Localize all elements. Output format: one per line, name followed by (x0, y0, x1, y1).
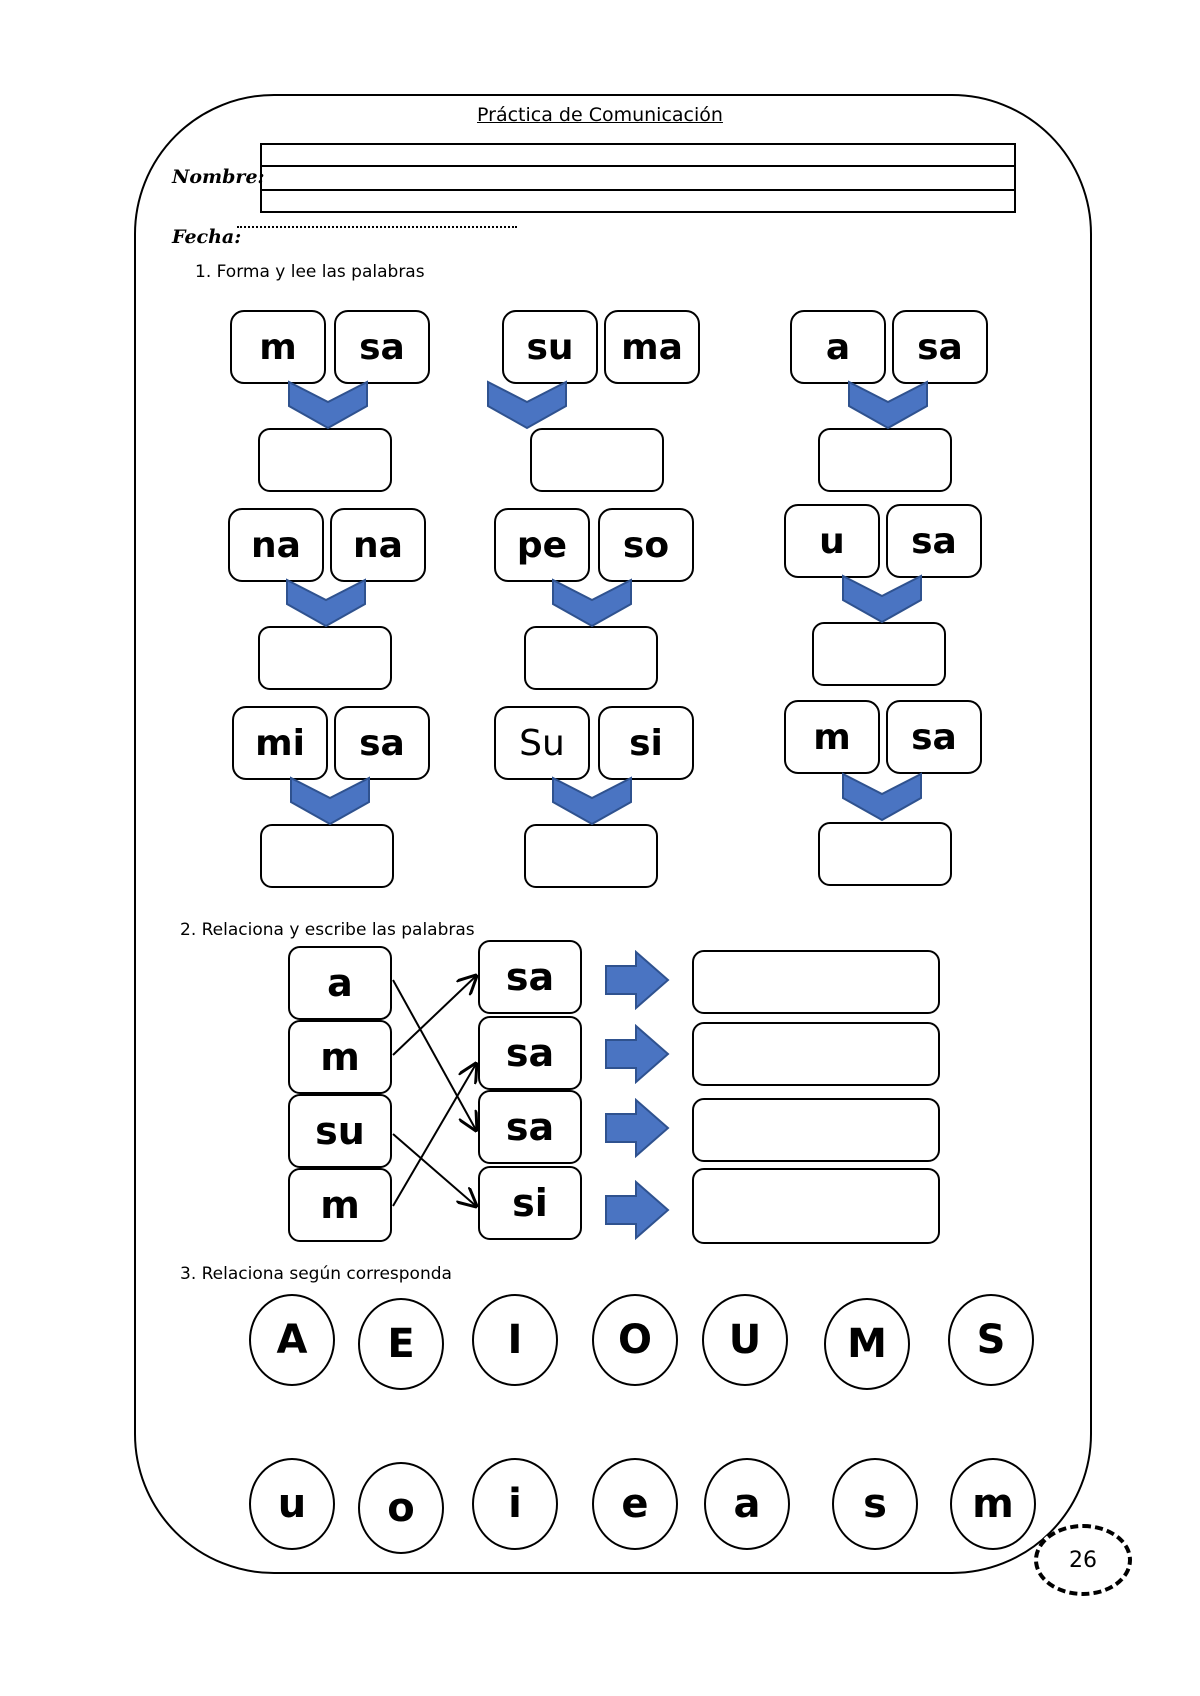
uppercase-letter-circle[interactable]: A (249, 1294, 335, 1386)
word-answer-box[interactable] (818, 428, 952, 492)
left-syllable-tile: m (288, 1020, 392, 1094)
word-answer-box[interactable] (524, 824, 658, 888)
lowercase-letter-circle[interactable]: s (832, 1458, 918, 1550)
syllable-tile: na (228, 508, 324, 582)
chevron-down-icon (842, 772, 922, 822)
syllable-tile: sa (334, 706, 430, 780)
lowercase-letter-circle[interactable]: a (704, 1458, 790, 1550)
word-answer-box[interactable] (818, 822, 952, 886)
uppercase-letter-circle[interactable]: S (948, 1294, 1034, 1386)
syllable-tile: so (598, 508, 694, 582)
word-answer-box[interactable] (258, 428, 392, 492)
syllable-tile: sa (334, 310, 430, 384)
syllable-tile: u (784, 504, 880, 578)
right-syllable-tile: sa (478, 1016, 582, 1090)
chevron-down-icon (552, 776, 632, 826)
uppercase-letter-circle[interactable]: M (824, 1298, 910, 1390)
syllable-tile: Su (494, 706, 590, 780)
lowercase-letter-circle[interactable]: e (592, 1458, 678, 1550)
word-write-box[interactable] (692, 1168, 940, 1244)
chevron-down-icon (848, 380, 928, 430)
lowercase-letter-circle[interactable]: m (950, 1458, 1036, 1550)
chevron-down-icon (842, 574, 922, 624)
word-write-box[interactable] (692, 1022, 940, 1086)
lowercase-letter-circle[interactable]: u (249, 1458, 335, 1550)
word-write-box[interactable] (692, 1098, 940, 1162)
word-write-box[interactable] (692, 950, 940, 1014)
chevron-down-icon (487, 380, 567, 430)
uppercase-letter-circle[interactable]: E (358, 1298, 444, 1390)
arrow-right-icon (605, 1098, 670, 1158)
word-answer-box[interactable] (260, 824, 394, 888)
syllable-tile: sa (886, 700, 982, 774)
right-syllable-tile: si (478, 1166, 582, 1240)
word-answer-box[interactable] (530, 428, 664, 492)
left-syllable-tile: a (288, 946, 392, 1020)
syllable-tile: a (790, 310, 886, 384)
name-field[interactable] (260, 143, 1016, 213)
syllable-tile: ma (604, 310, 700, 384)
syllable-tile: sa (886, 504, 982, 578)
syllable-tile: mi (232, 706, 328, 780)
syllable-tile: sa (892, 310, 988, 384)
right-syllable-tile: sa (478, 940, 582, 1014)
chevron-down-icon (286, 578, 366, 628)
uppercase-letter-circle[interactable]: O (592, 1294, 678, 1386)
date-label: Fecha: (172, 226, 242, 248)
lowercase-letter-circle[interactable]: o (358, 1462, 444, 1554)
syllable-tile: su (502, 310, 598, 384)
chevron-down-icon (288, 380, 368, 430)
arrow-right-icon (605, 950, 670, 1010)
date-field[interactable] (237, 226, 517, 228)
section2-heading: 2. Relaciona y escribe las palabras (180, 920, 475, 940)
arrow-right-icon (605, 1024, 670, 1084)
section3-heading: 3. Relaciona según corresponda (180, 1264, 452, 1284)
worksheet-frame (134, 94, 1092, 1574)
uppercase-letter-circle[interactable]: U (702, 1294, 788, 1386)
page-title: Práctica de Comunicación (477, 104, 723, 126)
chevron-down-icon (290, 776, 370, 826)
chevron-down-icon (552, 578, 632, 628)
syllable-tile: m (784, 700, 880, 774)
left-syllable-tile: su (288, 1094, 392, 1168)
right-syllable-tile: sa (478, 1090, 582, 1164)
syllable-tile: si (598, 706, 694, 780)
name-label: Nombre: (172, 166, 265, 188)
left-syllable-tile: m (288, 1168, 392, 1242)
syllable-tile: pe (494, 508, 590, 582)
page-number: 26 (1034, 1524, 1132, 1596)
lowercase-letter-circle[interactable]: i (472, 1458, 558, 1550)
section1-heading: 1. Forma y lee las palabras (195, 262, 425, 282)
word-answer-box[interactable] (812, 622, 946, 686)
syllable-tile: na (330, 508, 426, 582)
word-answer-box[interactable] (524, 626, 658, 690)
word-answer-box[interactable] (258, 626, 392, 690)
syllable-tile: m (230, 310, 326, 384)
uppercase-letter-circle[interactable]: I (472, 1294, 558, 1386)
arrow-right-icon (605, 1180, 670, 1240)
